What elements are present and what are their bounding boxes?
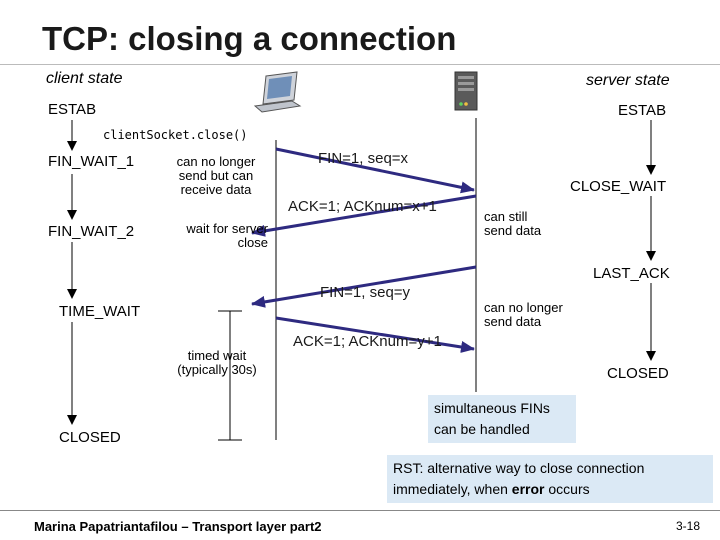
fin-client-arrow — [275, 147, 475, 194]
server-still-send-note: can still send data — [484, 209, 542, 238]
server-state-close-wait: CLOSE_WAIT — [570, 178, 667, 195]
client-no-longer-send-note: can no longer send but can receive data — [176, 154, 256, 197]
client-state-fin-wait-1: FIN_WAIT_1 — [48, 153, 135, 170]
server-no-longer-send-note: can no longer send data — [484, 300, 563, 329]
timed-wait-note: timed wait (typically 30s) — [177, 348, 257, 377]
slide-number: 3-18 — [676, 519, 701, 533]
fin-server-arrow — [251, 265, 477, 308]
slide-title: TCP: closing a connection — [42, 20, 457, 57]
title-divider — [0, 64, 720, 65]
client-state-fin-wait-2: FIN_WAIT_2 — [48, 223, 135, 240]
client-side-label: client state — [46, 70, 123, 87]
fin1-label: FIN=1, seq=x — [318, 150, 409, 167]
rst-callout: RST: alternative way to close connection… — [387, 455, 713, 503]
ack1-label: ACK=1; ACKnum=x+1 — [288, 198, 437, 215]
ack-server-arrow — [251, 194, 477, 237]
rst-callout-text: RST: alternative way to close connection… — [393, 460, 645, 497]
server-icon — [454, 71, 478, 111]
ack2-label: ACK=1; ACKnum=y+1 — [293, 333, 442, 350]
footer-divider — [0, 510, 720, 511]
server-state-closed: CLOSED — [607, 365, 669, 382]
timed-wait-bracket — [218, 310, 242, 441]
ack-client-arrow — [275, 316, 475, 353]
footer-author: Marina Papatriantafilou – Transport laye… — [34, 519, 322, 534]
server-state-last-ack: LAST_ACK — [593, 265, 670, 282]
client-state-closed: CLOSED — [59, 429, 121, 446]
server-side-label: server state — [586, 72, 670, 89]
server-state-estab: ESTAB — [618, 102, 667, 119]
fin2-label: FIN=1, seq=y — [320, 284, 411, 301]
close-call-label: clientSocket.close() — [103, 128, 248, 142]
wait-for-server-note: wait for server close — [186, 221, 268, 250]
rst-callout-suffix: occurs — [544, 481, 590, 497]
client-state-time-wait: TIME_WAIT — [59, 303, 141, 320]
rst-callout-emphasis: error — [511, 481, 545, 497]
computer-icon — [253, 71, 302, 113]
client-state-estab: ESTAB — [48, 101, 97, 118]
simultaneous-fins-callout: simultaneous FINs can be handled — [428, 395, 576, 443]
